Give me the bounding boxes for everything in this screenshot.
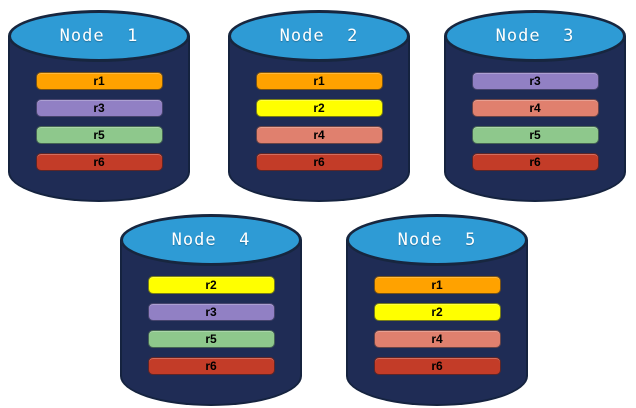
replica-bar: r6 xyxy=(35,153,163,171)
replica-bar: r3 xyxy=(471,72,599,90)
database-node-4: Node 4 r2 r3 r5 r6 xyxy=(120,214,302,406)
replica-bar: r3 xyxy=(147,303,275,321)
replica-bar: r3 xyxy=(35,99,163,117)
cylinder-body xyxy=(346,240,528,406)
replica-bar: r2 xyxy=(255,99,383,117)
cylinder-top: Node 2 xyxy=(228,10,410,62)
node-title: Node 5 xyxy=(397,230,477,250)
replica-bar: r6 xyxy=(147,357,275,375)
database-node-5: Node 5 r1 r2 r4 r6 xyxy=(346,214,528,406)
database-node-3: Node 3 r3 r4 r5 r6 xyxy=(444,10,626,202)
replica-bar: r1 xyxy=(35,72,163,90)
node-title: Node 2 xyxy=(279,26,359,46)
node-title: Node 1 xyxy=(59,26,139,46)
replica-bar: r4 xyxy=(373,330,501,348)
cylinder-top: Node 4 xyxy=(120,214,302,266)
replica-list: r1 r2 r4 r6 xyxy=(228,66,410,171)
replica-bar: r6 xyxy=(373,357,501,375)
replica-bar: r6 xyxy=(471,153,599,171)
replica-bar: r5 xyxy=(471,126,599,144)
cylinder-body xyxy=(228,36,410,202)
node-title: Node 4 xyxy=(171,230,251,250)
replica-bar: r5 xyxy=(147,330,275,348)
replica-bar: r4 xyxy=(255,126,383,144)
replica-list: r1 r2 r4 r6 xyxy=(346,270,528,375)
replica-bar: r5 xyxy=(35,126,163,144)
cylinder-top: Node 5 xyxy=(346,214,528,266)
replica-list: r3 r4 r5 r6 xyxy=(444,66,626,171)
cylinder-body xyxy=(444,36,626,202)
replica-bar: r1 xyxy=(373,276,501,294)
replica-list: r1 r3 r5 r6 xyxy=(8,66,190,171)
cylinder-top: Node 3 xyxy=(444,10,626,62)
cylinder-body xyxy=(8,36,190,202)
replica-list: r2 r3 r5 r6 xyxy=(120,270,302,375)
cylinder-body xyxy=(120,240,302,406)
replica-bar: r6 xyxy=(255,153,383,171)
cylinder-top: Node 1 xyxy=(8,10,190,62)
replica-bar: r2 xyxy=(373,303,501,321)
replica-bar: r4 xyxy=(471,99,599,117)
database-node-1: Node 1 r1 r3 r5 r6 xyxy=(8,10,190,202)
replica-bar: r2 xyxy=(147,276,275,294)
node-title: Node 3 xyxy=(495,26,575,46)
replica-bar: r1 xyxy=(255,72,383,90)
database-node-2: Node 2 r1 r2 r4 r6 xyxy=(228,10,410,202)
